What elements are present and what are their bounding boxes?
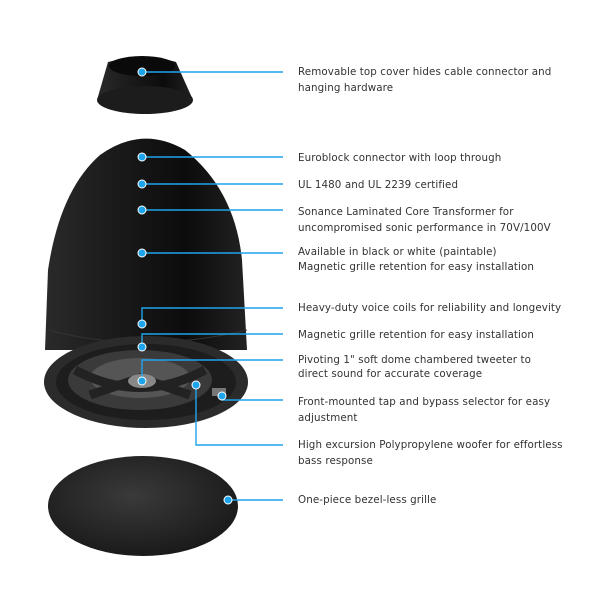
tap-selector [212, 388, 226, 396]
top-cover [97, 56, 193, 114]
callout-dots [137, 67, 233, 505]
callout-tweeter: Pivoting 1" soft dome chambered tweeter … [298, 354, 532, 380]
callout-magnetic-grille: Magnetic grille retention for easy insta… [298, 329, 534, 341]
callout-euroblock: Euroblock connector with loop through [298, 152, 502, 164]
callout-top-cover: Removable top cover hides cable connecto… [298, 66, 552, 94]
callout-tap-selector: Front-mounted tap and bypass selector fo… [298, 396, 551, 424]
callout-grille: One-piece bezel-less grille [298, 494, 437, 506]
callout-colors-line1: Available in black or white (paintable) [298, 246, 497, 258]
callout-colors: Available in black or white (paintable) … [298, 245, 593, 275]
callout-transformer: Sonance Laminated Core Transformer for u… [298, 206, 551, 234]
callout-voice-coils: Heavy-duty voice coils for reliability a… [298, 302, 562, 314]
grille [48, 456, 238, 556]
callout-woofer: High excursion Polypropylene woofer for … [298, 439, 563, 467]
callout-colors-line2: Magnetic grille retention for easy insta… [298, 261, 534, 273]
callout-ul-certified: UL 1480 and UL 2239 certified [298, 179, 459, 191]
